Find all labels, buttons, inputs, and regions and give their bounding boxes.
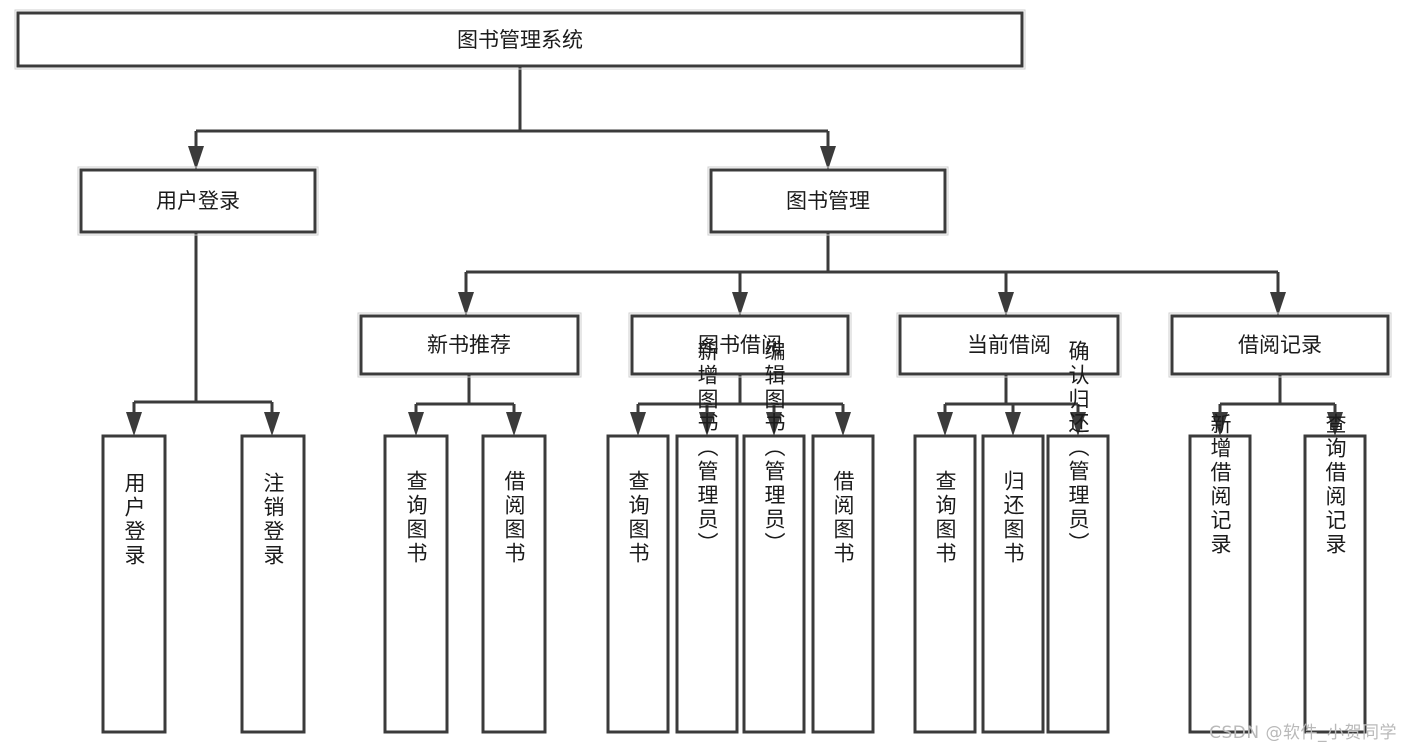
arrow-head-leaf-query-book-2 xyxy=(630,412,646,436)
node-user-login-label: 用户登录 xyxy=(156,189,240,213)
node-leaf-add-book-rect xyxy=(675,434,739,734)
arrow-head-leaf-return-book xyxy=(1005,412,1021,436)
node-leaf-confirm-return-label: 确认归还（管理员） xyxy=(1066,340,1090,556)
node-root-outline xyxy=(14,9,1026,70)
node-leaf-query-record-label: 查询借阅记录 xyxy=(1323,413,1347,557)
node-leaf-borrow-book-2[interactable]: 借阅图书 xyxy=(811,434,875,734)
arrow-head-leaf-borrow-book-1 xyxy=(506,412,522,436)
node-current-borrow-label: 当前借阅 xyxy=(967,333,1051,357)
node-leaf-add-record-label: 新增借阅记录 xyxy=(1208,413,1232,557)
node-leaf-user-logout-rect xyxy=(240,434,306,734)
arrow-head-user-login xyxy=(188,146,204,170)
node-leaf-user-logout[interactable]: 注销登录 xyxy=(240,434,306,734)
node-book-borrow-outline xyxy=(628,312,852,378)
node-book-manage-label: 图书管理 xyxy=(786,189,870,213)
node-leaf-query-record[interactable]: 查询借阅记录 xyxy=(1303,413,1367,734)
arrow-head-leaf-user-logout xyxy=(264,412,280,436)
node-leaf-edit-book-label: 编辑图书（管理员） xyxy=(762,340,786,556)
node-book-manage[interactable]: 图书管理 xyxy=(707,166,949,236)
node-book-borrow-rect xyxy=(630,314,850,376)
arrow-head-current-borrow xyxy=(998,292,1014,316)
node-leaf-query-book-2-label: 查询图书 xyxy=(626,470,650,566)
connector-group-current-borrow xyxy=(937,374,1086,436)
node-leaf-query-book-3[interactable]: 查询图书 xyxy=(913,434,977,734)
connector-group-book-manage xyxy=(458,232,1286,316)
node-leaf-query-book-1[interactable]: 查询图书 xyxy=(383,434,449,734)
node-leaf-return-book-label: 归还图书 xyxy=(1001,470,1025,566)
node-borrow-record-label: 借阅记录 xyxy=(1238,333,1322,357)
node-leaf-user-login-rect xyxy=(101,434,167,734)
node-leaf-return-book-rect xyxy=(981,434,1045,734)
node-leaf-query-book-2-rect xyxy=(606,434,670,734)
node-current-borrow-outline xyxy=(896,312,1122,378)
node-leaf-edit-book-rect xyxy=(742,434,806,734)
node-new-book-rec-outline xyxy=(357,312,582,378)
arrow-head-new-book-rec xyxy=(458,292,474,316)
node-leaf-query-book-3-label: 查询图书 xyxy=(933,470,957,566)
node-user-login-outline xyxy=(77,166,319,236)
csdn-watermark: CSDN @软件_小贺同学 xyxy=(1209,723,1397,743)
connector-group-root xyxy=(188,66,836,170)
node-root[interactable]: 图书管理系统 xyxy=(14,9,1026,70)
node-leaf-query-book-1-label: 查询图书 xyxy=(404,470,428,566)
node-leaf-query-book-3-rect xyxy=(913,434,977,734)
arrow-head-leaf-edit-book xyxy=(766,412,782,436)
connector-group-new-book-rec xyxy=(408,374,522,436)
node-root-label: 图书管理系统 xyxy=(457,28,583,52)
node-current-borrow-rect xyxy=(898,314,1120,376)
node-leaf-borrow-book-1-label: 借阅图书 xyxy=(502,470,526,566)
node-new-book-rec-label: 新书推荐 xyxy=(427,333,511,357)
node-leaf-add-book-label: 新增图书（管理员） xyxy=(695,340,719,556)
connector-group-borrow-record xyxy=(1212,374,1343,436)
node-leaf-user-login-label: 用户登录 xyxy=(122,472,146,568)
node-book-manage-outline xyxy=(707,166,949,236)
node-user-login-rect xyxy=(79,168,317,234)
node-leaf-add-record-rect xyxy=(1188,434,1252,734)
node-new-book-rec[interactable]: 新书推荐 xyxy=(357,312,582,378)
connector-group-book-borrow xyxy=(630,374,851,436)
node-book-manage-rect xyxy=(709,168,947,234)
node-leaf-borrow-book-2-rect xyxy=(811,434,875,734)
node-borrow-record-outline xyxy=(1168,312,1392,378)
arrow-head-leaf-query-book-3 xyxy=(937,412,953,436)
arrow-head-leaf-query-book-1 xyxy=(408,412,424,436)
node-user-login[interactable]: 用户登录 xyxy=(77,166,319,236)
node-root-rect xyxy=(16,11,1024,68)
arrow-head-book-borrow xyxy=(732,292,748,316)
node-book-borrow-label: 图书借阅 xyxy=(698,333,782,357)
node-leaf-add-book[interactable]: 新增图书（管理员） xyxy=(675,340,739,734)
arrow-head-book-manage xyxy=(820,146,836,170)
node-leaf-add-record[interactable]: 新增借阅记录 xyxy=(1188,413,1252,734)
node-leaf-confirm-return[interactable]: 确认归还（管理员） xyxy=(1046,340,1110,734)
arrow-head-leaf-add-record xyxy=(1212,412,1228,436)
node-leaf-user-logout-label: 注销登录 xyxy=(261,472,285,568)
node-leaf-borrow-book-2-label: 借阅图书 xyxy=(831,470,855,566)
connector-group-user-login xyxy=(126,232,280,436)
node-borrow-record-rect xyxy=(1170,314,1390,376)
node-current-borrow[interactable]: 当前借阅 xyxy=(896,312,1122,378)
node-book-borrow[interactable]: 图书借阅 xyxy=(628,312,852,378)
node-leaf-borrow-book-1[interactable]: 借阅图书 xyxy=(481,434,547,734)
arrow-head-leaf-confirm-return xyxy=(1070,412,1086,436)
node-leaf-query-book-1-rect xyxy=(383,434,449,734)
node-leaf-borrow-book-1-rect xyxy=(481,434,547,734)
node-leaf-query-record-rect xyxy=(1303,434,1367,734)
node-borrow-record[interactable]: 借阅记录 xyxy=(1168,312,1392,378)
arrow-head-borrow-record xyxy=(1270,292,1286,316)
arrow-head-leaf-add-book xyxy=(699,412,715,436)
node-leaf-return-book[interactable]: 归还图书 xyxy=(981,434,1045,734)
node-leaf-confirm-return-rect xyxy=(1046,434,1110,734)
node-leaf-edit-book[interactable]: 编辑图书（管理员） xyxy=(742,340,806,734)
node-new-book-rec-rect xyxy=(359,314,580,376)
node-leaf-query-book-2[interactable]: 查询图书 xyxy=(606,434,670,734)
arrow-head-leaf-user-login xyxy=(126,412,142,436)
node-leaf-user-login[interactable]: 用户登录 xyxy=(101,434,167,734)
arrow-head-leaf-borrow-book-2 xyxy=(835,412,851,436)
arrow-head-leaf-query-record xyxy=(1327,412,1343,436)
